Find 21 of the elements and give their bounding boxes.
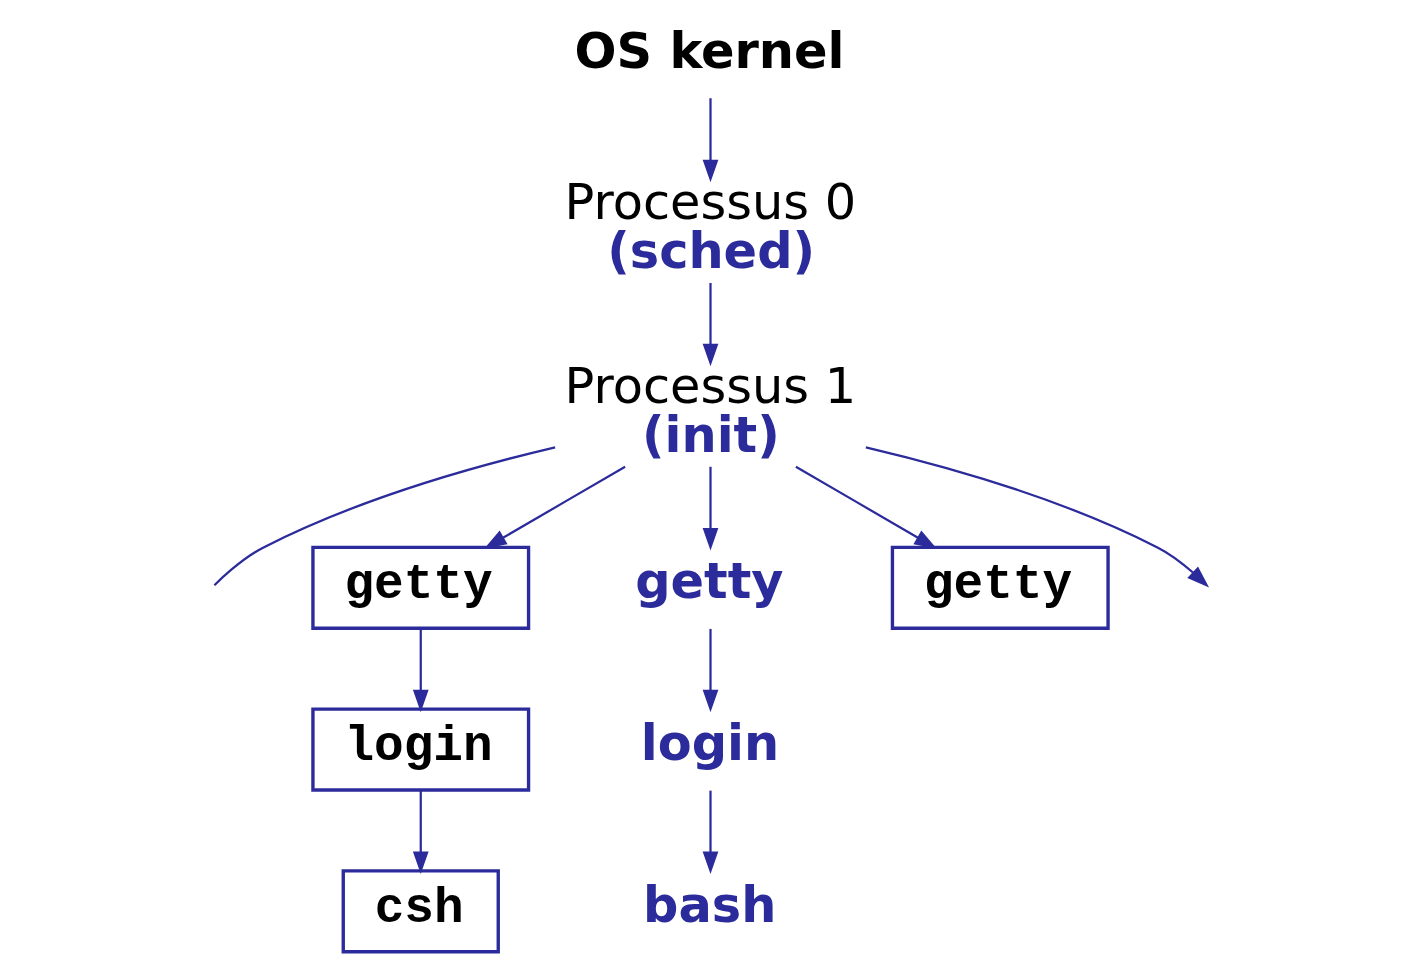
node-text: Processus 0 (sched) bbox=[564, 172, 856, 280]
node-text: OS kernel bbox=[574, 22, 844, 81]
node-box: csh bbox=[341, 869, 500, 954]
arrow bbox=[702, 98, 718, 183]
arrow bbox=[702, 466, 718, 551]
arrow bbox=[412, 628, 429, 713]
arrow bbox=[412, 790, 429, 874]
arrow bbox=[483, 465, 626, 549]
node-text: getty bbox=[634, 552, 784, 611]
node-text: bash bbox=[642, 875, 776, 934]
arrow bbox=[702, 283, 718, 367]
node-text: Processus 1 (init) bbox=[564, 356, 856, 465]
arrow bbox=[794, 465, 937, 549]
arrow bbox=[865, 446, 1209, 588]
node-box: getty bbox=[310, 545, 530, 630]
arrow bbox=[702, 790, 718, 874]
arrow bbox=[702, 628, 718, 713]
node-box: login bbox=[310, 707, 530, 792]
node-text: login bbox=[640, 713, 779, 772]
connector bbox=[213, 446, 555, 587]
node-box: getty bbox=[890, 545, 1110, 630]
